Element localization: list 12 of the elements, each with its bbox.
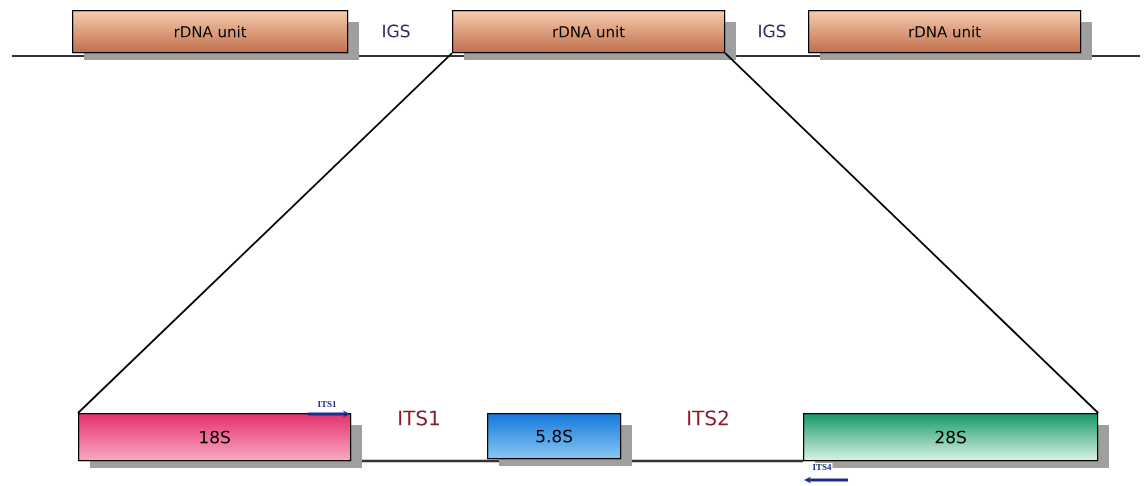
expansion-line — [724, 52, 1100, 414]
expansion-line — [77, 52, 453, 414]
gene-box: 28S — [803, 413, 1099, 462]
rdna-unit-box: rDNA unit — [72, 10, 349, 54]
region-label: IGS — [756, 23, 788, 39]
region-label: IGS — [380, 23, 412, 39]
rdna-unit-box: rDNA unit — [452, 10, 726, 54]
rdna-unit-box: rDNA unit — [808, 10, 1082, 54]
gene-box: 18S — [78, 413, 352, 462]
region-label: ITS1 — [396, 409, 442, 427]
gene-box: 5.8S — [487, 413, 622, 460]
region-label: ITS2 — [685, 409, 731, 427]
